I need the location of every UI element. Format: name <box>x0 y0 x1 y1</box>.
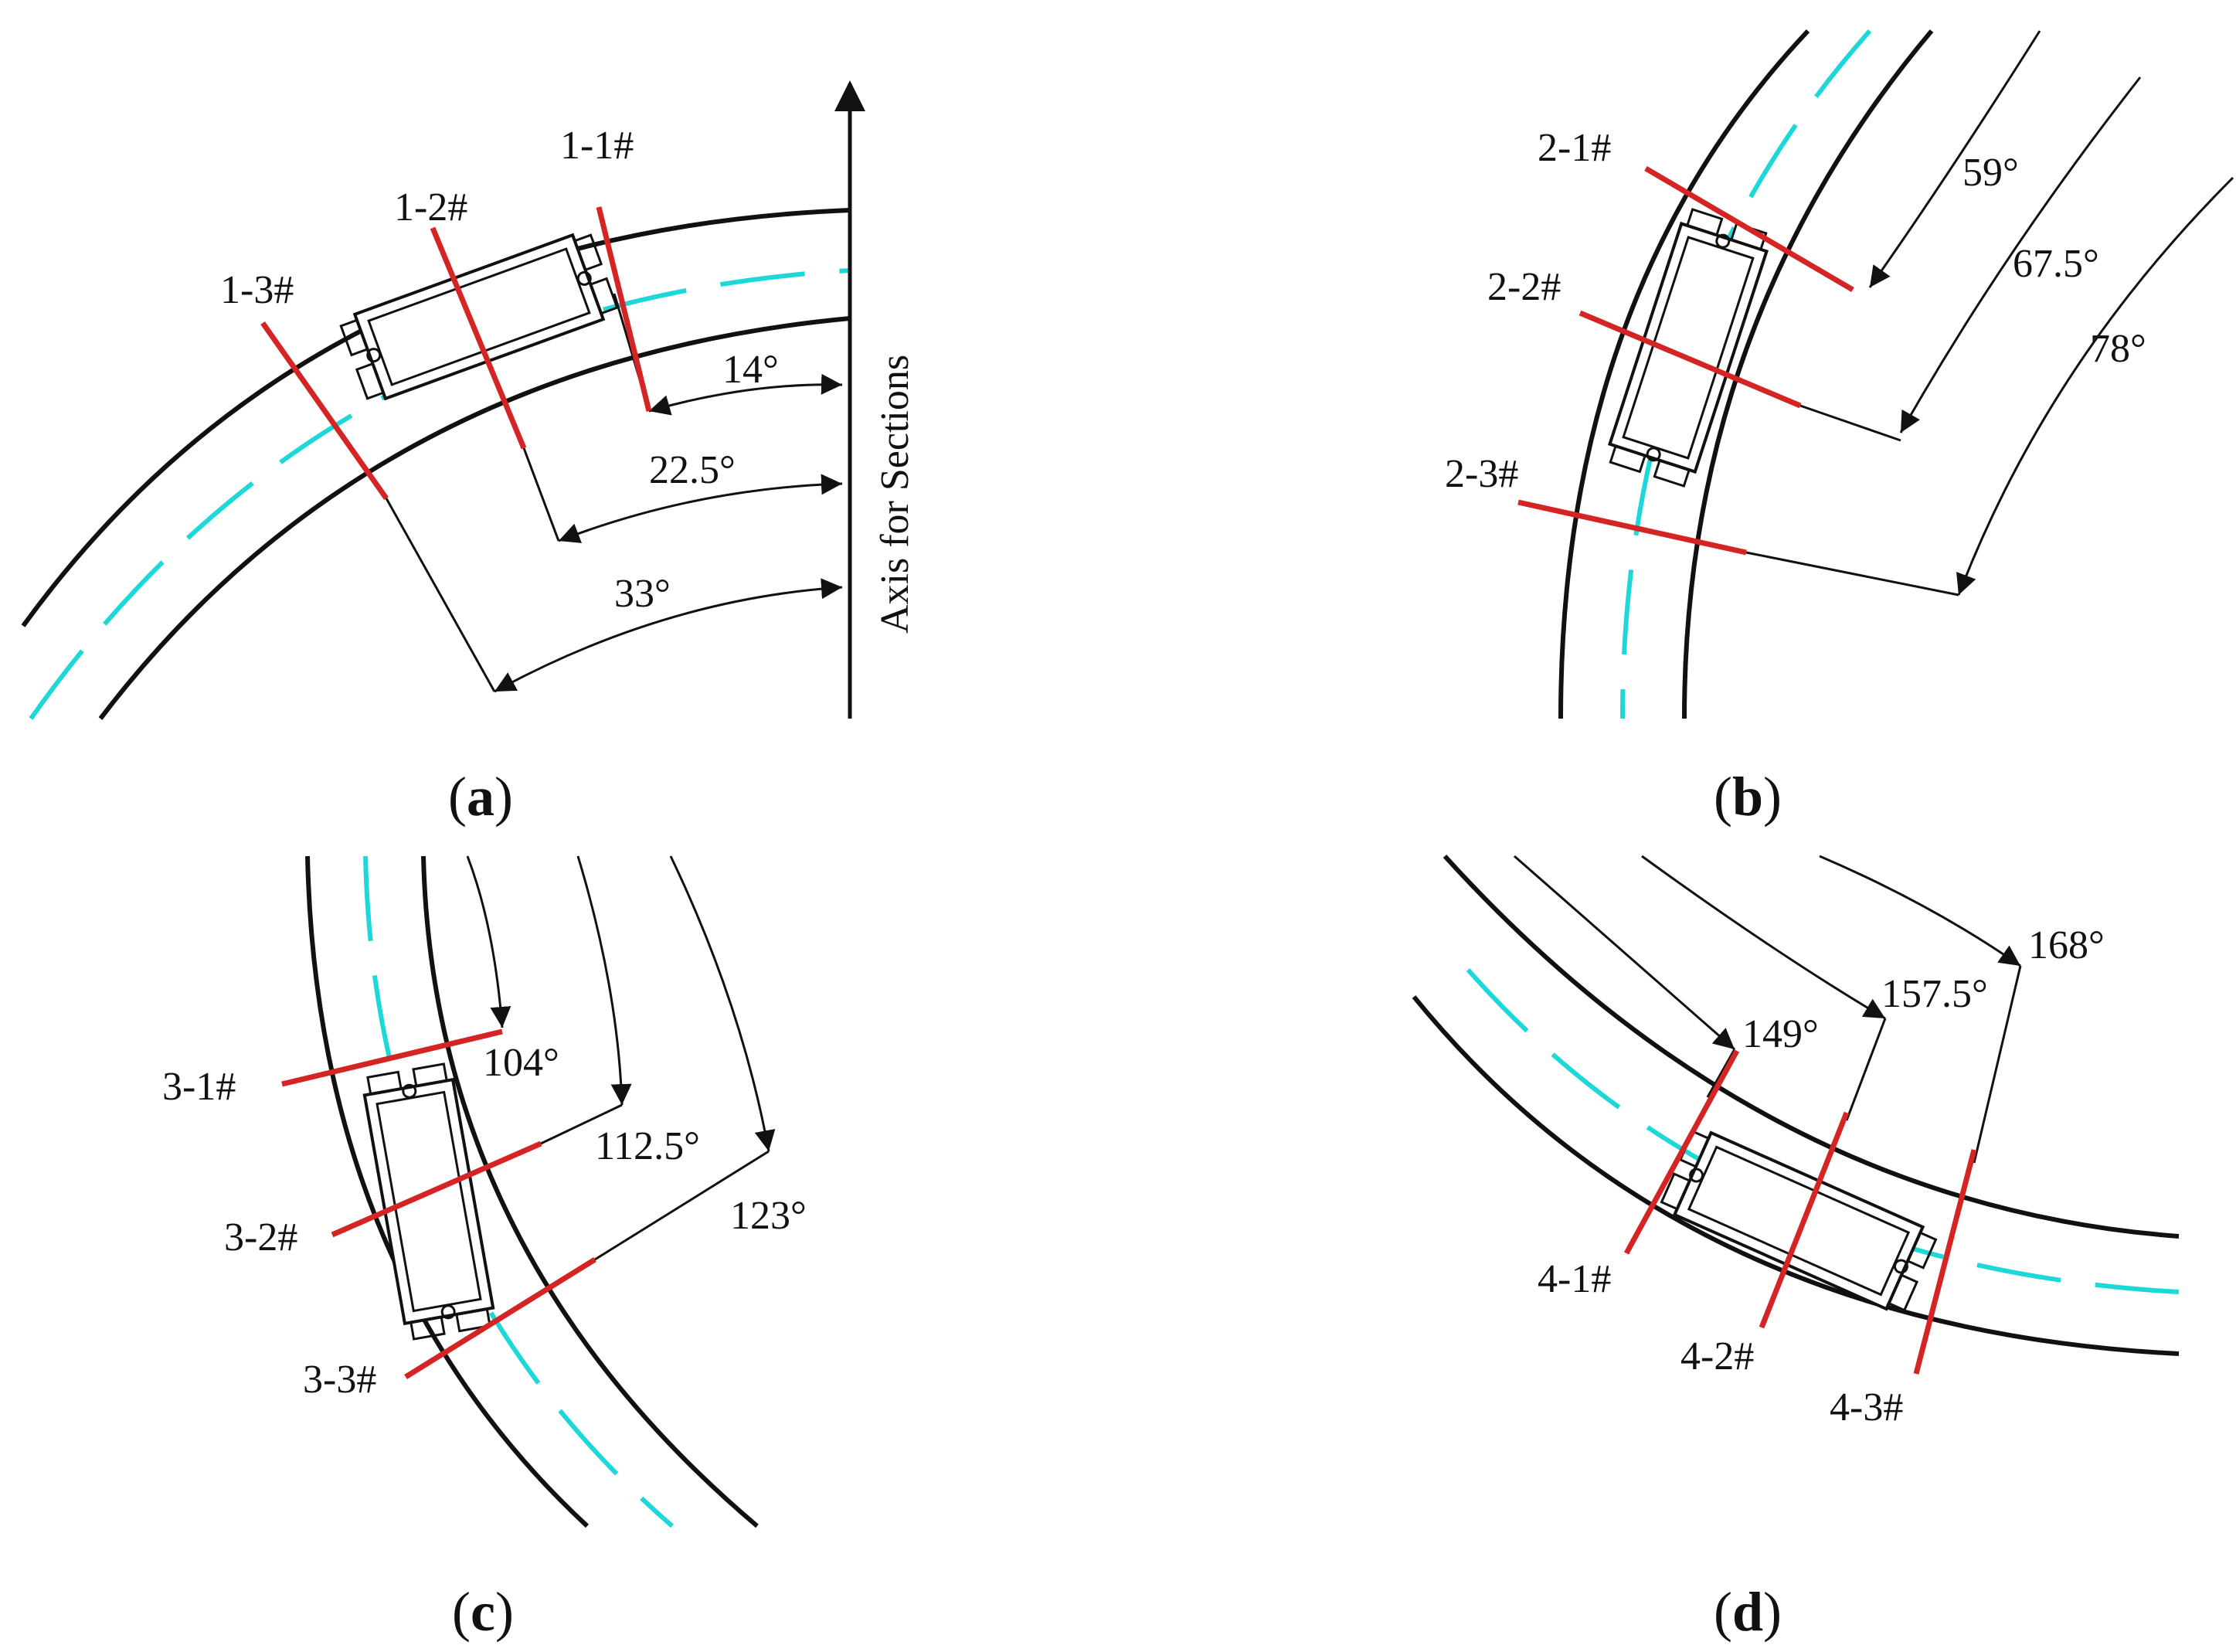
dim-arc-157-5 <box>1641 855 1886 1020</box>
carriage-module <box>1660 1130 1938 1312</box>
section-cut-red <box>430 226 527 450</box>
angle-label: 104° <box>483 1041 559 1085</box>
section-cut-red <box>1578 310 1802 409</box>
section-cut-red <box>1913 1149 1977 1375</box>
section-label: 3-2# <box>224 1215 297 1259</box>
panel-d: 149° 157.5° 168° 4-1# 4-2# 4-3# (d) <box>1412 854 2180 1643</box>
dim-leader-4-1 <box>1706 1049 1736 1098</box>
section-cut-red <box>1517 499 1747 556</box>
carriage-module <box>1607 208 1769 488</box>
angle-label: 67.5° <box>2013 242 2099 286</box>
dim-leader-2-2 <box>1799 404 1901 442</box>
dim-arc-78 <box>1956 176 2234 596</box>
section-label: 1-1# <box>560 124 634 168</box>
carriage-module <box>362 1062 495 1341</box>
angle-label: 157.5° <box>1881 972 1988 1016</box>
section-label: 3-3# <box>303 1358 376 1402</box>
section-cut-red <box>1759 1111 1850 1329</box>
tunnel-inner-wall <box>98 316 851 720</box>
angle-label: 149° <box>1742 1012 1819 1056</box>
dim-arc-123 <box>669 855 776 1152</box>
panel-b: 59° 67.5° 78° 2-1# 2-2# 2-3# (b) <box>1445 29 2234 828</box>
dim-leader-3-2 <box>540 1103 623 1145</box>
dim-arc-112-5 <box>576 855 632 1106</box>
tunnel-outer-wall <box>1558 29 1810 719</box>
dim-leader-4-2 <box>1845 1018 1887 1121</box>
tunnel-inner-wall <box>421 855 759 1528</box>
section-cut-red <box>1644 165 1854 293</box>
tunnel-inner-wall <box>1412 995 2180 1356</box>
angle-label: 14° <box>722 348 779 392</box>
tunnel-inner-wall <box>1682 29 1934 719</box>
dim-leader-3-3 <box>594 1150 770 1261</box>
angle-label: 168° <box>2028 923 2105 967</box>
dim-arc-22-5 <box>558 474 843 543</box>
section-cut-red <box>404 1257 596 1379</box>
section-cut-red <box>331 1140 542 1238</box>
tunnel-centerline <box>29 268 851 720</box>
carriage-module <box>339 233 619 401</box>
panel-caption: (d) <box>1714 1581 1782 1643</box>
section-cut-red <box>260 321 389 501</box>
section-label: 3-1# <box>162 1065 236 1109</box>
angle-label: 123° <box>730 1194 807 1238</box>
section-label: 2-1# <box>1538 126 1611 170</box>
dim-arc-33 <box>494 578 843 693</box>
section-label: 4-2# <box>1680 1334 1754 1378</box>
section-label: 2-2# <box>1487 265 1561 309</box>
dim-leader-4-3 <box>1973 965 2022 1164</box>
dim-arc-149 <box>1514 855 1735 1051</box>
section-label: 4-1# <box>1538 1257 1611 1301</box>
panel-caption: (b) <box>1714 766 1782 828</box>
section-cut-red <box>281 1028 503 1087</box>
dim-arc-14 <box>648 373 843 416</box>
dim-leader-2-3 <box>1745 551 1959 597</box>
angle-label: 78° <box>2090 327 2146 371</box>
section-label: 4-3# <box>1830 1385 1903 1429</box>
section-cut-red <box>596 206 652 412</box>
section-label: 1-2# <box>394 185 467 229</box>
section-label: 2-3# <box>1445 452 1518 496</box>
section-label: 1-3# <box>220 268 294 312</box>
angle-label: 59° <box>1962 151 2019 195</box>
panel-caption: (a) <box>448 766 513 828</box>
dim-arc-67-5 <box>1899 76 2142 433</box>
axis-label: Axis for Sections <box>873 355 917 634</box>
dim-arc-168 <box>1819 855 2021 967</box>
dim-arc-59 <box>1868 30 2041 288</box>
panel-caption: (c) <box>452 1581 514 1643</box>
dim-arc-104 <box>466 855 511 1028</box>
dim-leader-1-3 <box>385 498 496 692</box>
dim-leader-1-2 <box>522 447 560 542</box>
tunnel-outer-wall <box>305 855 590 1528</box>
panel-c: 104° 112.5° 123° 3-1# 3-2# 3-3# (c) <box>162 855 807 1643</box>
tunnel-outer-wall <box>21 208 851 627</box>
section-cut-red <box>1623 1049 1740 1255</box>
angle-label: 112.5° <box>595 1124 700 1168</box>
tunnel-outer-wall <box>1443 854 2180 1239</box>
panel-a: Axis for Sections 14° 22.5° 33° 1-1# 1-2… <box>21 80 917 828</box>
angle-label: 33° <box>614 572 671 616</box>
angle-label: 22.5° <box>649 448 736 492</box>
